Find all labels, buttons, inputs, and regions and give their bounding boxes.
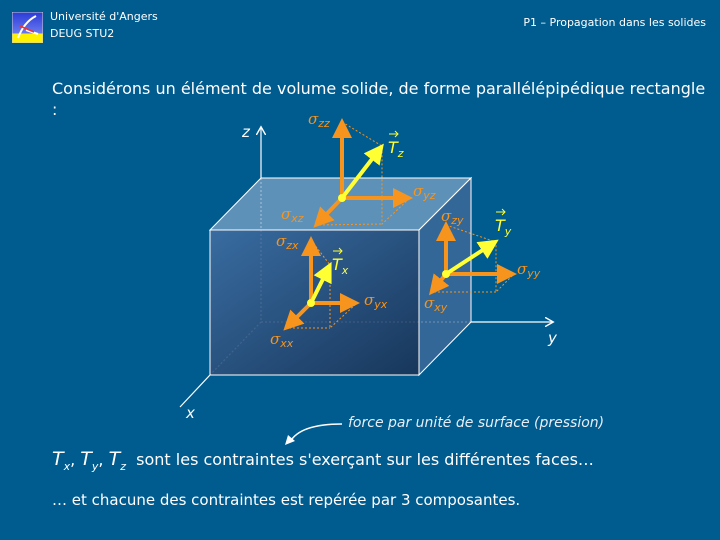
sigma-zz-label: σzz — [308, 110, 330, 130]
note-arrow — [289, 423, 343, 443]
right-face-vectors — [429, 221, 517, 296]
traction-vector-x: Tx — [52, 448, 71, 473]
course-title: P1 – Propagation dans les solides — [523, 16, 706, 29]
sigma-xz-label: σxz — [281, 205, 304, 225]
svg-text:Tz: Tz — [388, 138, 404, 160]
svg-text:Ty: Ty — [495, 216, 512, 238]
y-axis-label: y — [547, 329, 558, 347]
front-face-vectors — [283, 236, 360, 331]
traction-x-label: Tx — [332, 247, 349, 277]
traction-vector-y: Ty — [80, 448, 99, 473]
pressure-note: force par unité de surface (pression) — [348, 415, 605, 431]
sigma-yx-label: σyx — [364, 291, 388, 311]
top-face-vectors — [313, 118, 413, 228]
sigma-zx-label: σzx — [276, 232, 299, 252]
sigma-yz-label: σyz — [413, 182, 436, 202]
traction-y-label: Ty — [495, 208, 512, 238]
university-logo — [12, 12, 43, 43]
x-axis — [179, 374, 211, 408]
intro-text: Considérons un élément de volume solide,… — [52, 79, 706, 119]
traction-sentence-text: sont les contraintes s'exerçant sur les … — [136, 450, 594, 469]
program-name: DEUG STU2 — [50, 27, 115, 40]
sigma-xy-label: σxy — [424, 294, 448, 314]
traction-z-label: Tz — [388, 130, 404, 160]
components-sentence: … et chacune des contraintes est repérée… — [52, 491, 521, 509]
note-arrowhead — [285, 435, 295, 445]
traction-vector-z: Tz — [108, 448, 126, 473]
sigma-zy-label: σzy — [441, 207, 464, 227]
sigma-yy-label: σyy — [517, 260, 541, 280]
traction-sentence: Tx, Ty, Tz sont les contraintes s'exerça… — [52, 448, 594, 473]
university-name: Université d'Angers — [50, 10, 158, 23]
sigma-xx-label: σxx — [270, 330, 294, 350]
svg-text:Tx: Tx — [332, 255, 349, 277]
x-axis-label: x — [185, 404, 195, 422]
z-axis-label: z — [241, 123, 251, 141]
